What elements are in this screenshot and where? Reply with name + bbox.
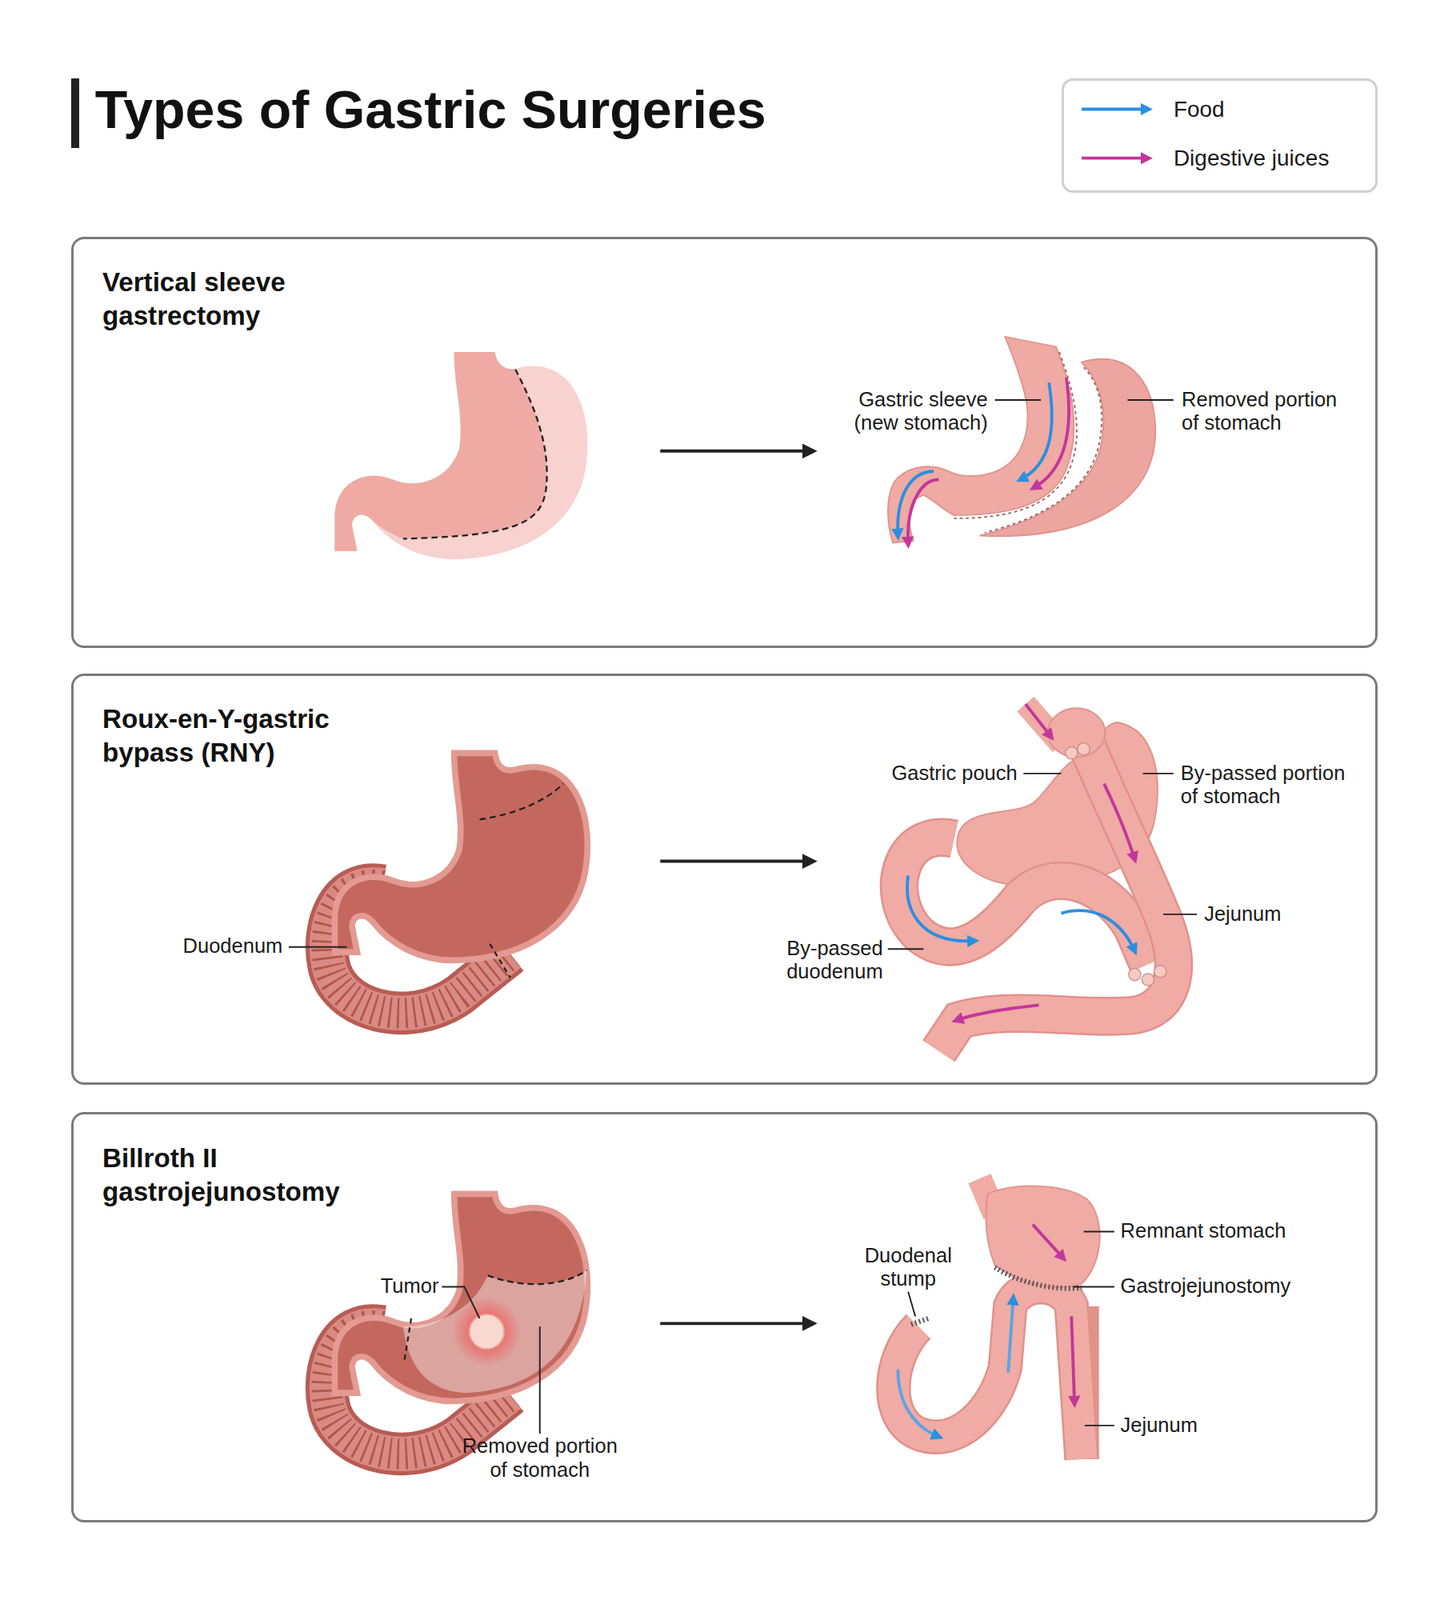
diagram-title: Types of Gastric Surgeries xyxy=(95,79,767,140)
part-label: Removed portion of stomach xyxy=(1181,388,1356,436)
surgery-panel: Roux-en-Y-gastric bypass (RNY) xyxy=(71,673,1378,1085)
legend-label: Digestive juices xyxy=(1173,145,1330,172)
part-label: By-passed portion of stomach xyxy=(1180,761,1365,809)
panel-heading: Billroth II gastrojejunostomy xyxy=(102,1141,378,1209)
part-label: Removed portion of stomach xyxy=(452,1434,627,1482)
part-label: Duodenum xyxy=(170,934,283,958)
part-label: Jejunum xyxy=(1204,902,1316,926)
part-label: Gastrojejunostomy xyxy=(1120,1274,1325,1298)
part-label: Tumor xyxy=(356,1274,439,1298)
legend-box xyxy=(1061,78,1378,193)
legend-label: Food xyxy=(1173,96,1225,123)
panel-heading: Vertical sleeve gastrectomy xyxy=(102,265,378,333)
part-label: Jejunum xyxy=(1120,1413,1233,1437)
panel-heading: Roux-en-Y-gastric bypass (RNY) xyxy=(102,702,378,770)
part-label: By-passed duodenum xyxy=(778,936,891,984)
part-label: Duodenal stump xyxy=(852,1244,964,1292)
surgery-panel: Billroth II gastrojejunostomy xyxy=(71,1112,1378,1523)
surgery-panel: Vertical sleeve gastrectomy xyxy=(71,236,1378,648)
title-bar xyxy=(71,78,80,148)
part-label: Gastric sleeve (new stomach) xyxy=(834,388,988,436)
part-label: Gastric pouch xyxy=(874,761,1018,785)
part-label: Remnant stomach xyxy=(1120,1219,1325,1243)
